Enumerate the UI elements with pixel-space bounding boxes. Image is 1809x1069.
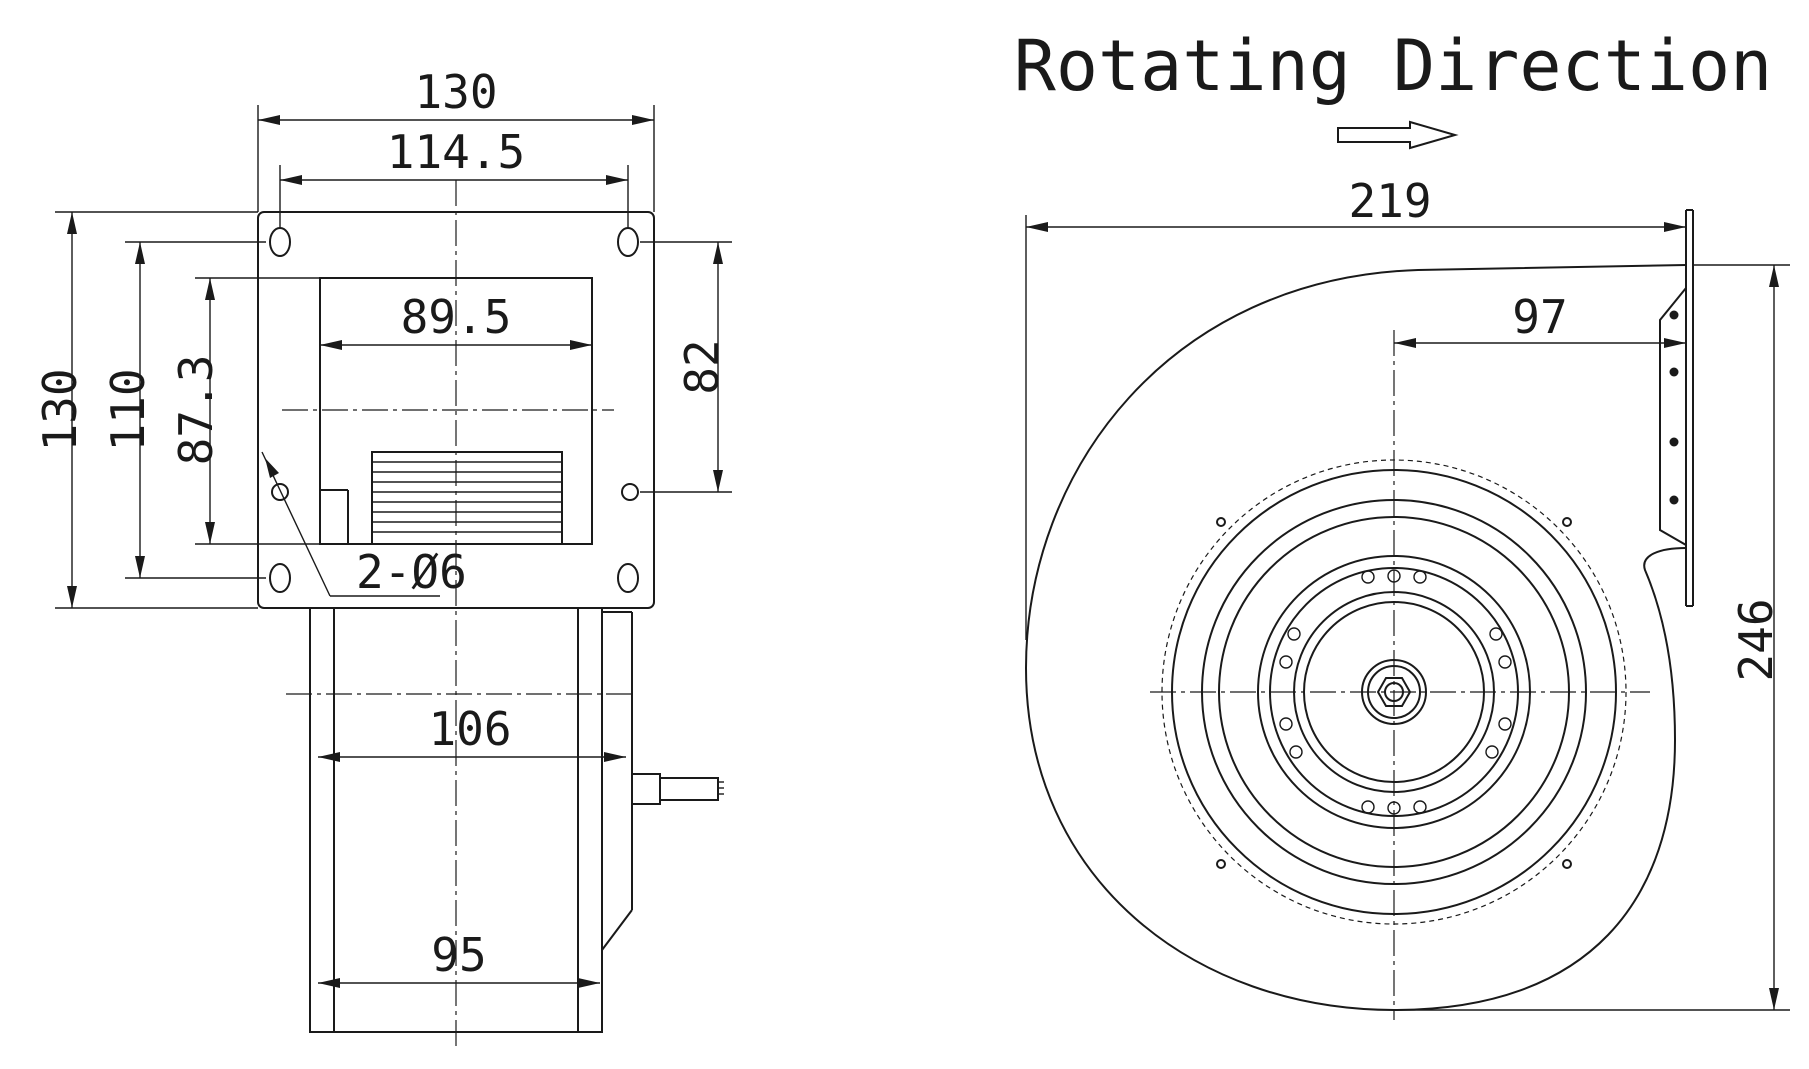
dim-219: 219 [1025, 174, 1686, 640]
dim-label-right-hole-spacing: 82 [675, 339, 729, 394]
dim-label-center-to-flange: 97 [1512, 290, 1567, 344]
dim-label-outlet-height: 87.3 [169, 355, 223, 466]
dim-label-side-height: 246 [1729, 598, 1783, 681]
dim-label-side-width: 219 [1348, 174, 1431, 228]
dim-87-3: 87.3 [169, 278, 223, 544]
impeller-view [320, 451, 563, 545]
dim-130-left: 130 [33, 212, 87, 608]
dim-82: 82 [675, 242, 729, 492]
dim-246: 246 [1394, 264, 1790, 1011]
dim-106: 106 [318, 702, 626, 762]
rotation-arrow-icon [1337, 120, 1459, 150]
dim-89-5: 89.5 [320, 290, 592, 350]
front-view: 130 114.5 89.5 130 110 [33, 65, 732, 1050]
dim-label-hole-spacing-width: 114.5 [387, 125, 525, 179]
dim-97: 97 [1394, 290, 1686, 348]
front-extension-lines [55, 105, 732, 609]
rotating-direction-title: Rotating Direction [1014, 25, 1773, 107]
dim-130-top: 130 [258, 65, 654, 125]
dim-label-hole-spacing-height: 110 [101, 368, 155, 451]
dim-label-overall-height: 130 [33, 368, 87, 451]
hole-callout: 2-Ø6 [261, 451, 467, 599]
dim-label-hole-callout: 2-Ø6 [356, 545, 467, 599]
dim-label-base-width: 95 [431, 928, 486, 982]
dim-95: 95 [318, 928, 600, 988]
blower-body [309, 607, 724, 1033]
dim-114-5: 114.5 [280, 125, 628, 185]
side-view: Rotating Direction [1014, 25, 1790, 1020]
scroll-housing [1024, 264, 1687, 1012]
dim-110: 110 [101, 242, 155, 578]
outlet-flange [1659, 209, 1694, 607]
dim-label-outlet-width: 89.5 [401, 290, 512, 344]
dim-label-overall-width: 130 [414, 65, 497, 119]
dim-label-body-width: 106 [428, 702, 511, 756]
